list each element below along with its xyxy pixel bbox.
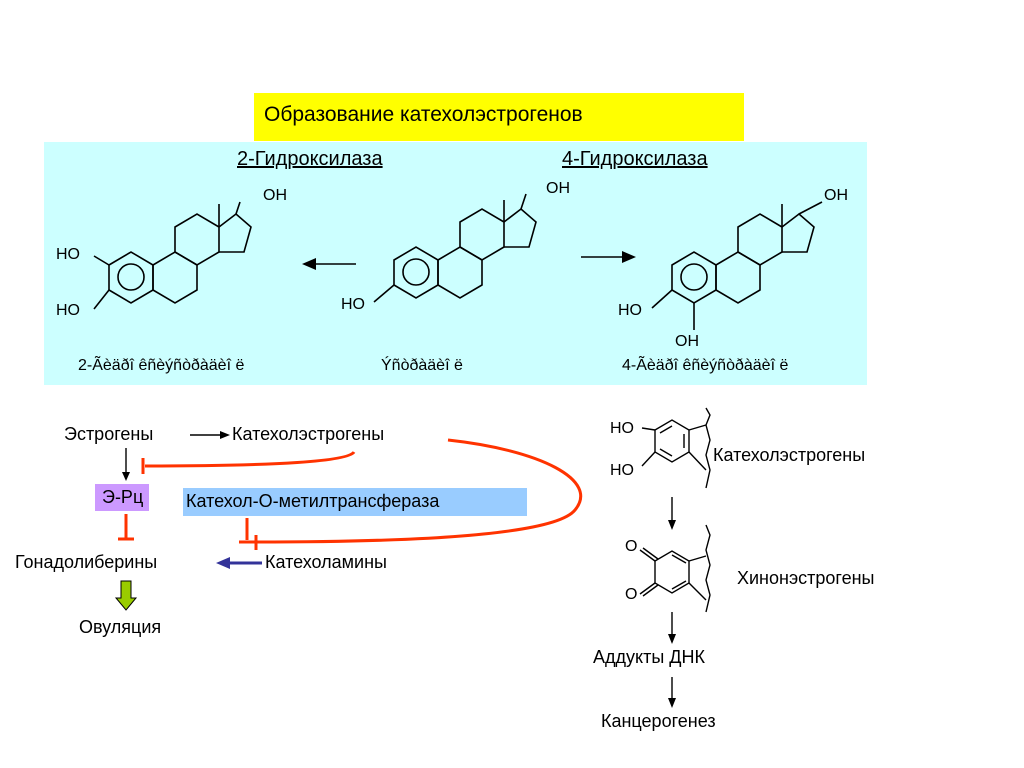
label-dna-adducts: Аддукты ДНК [593, 647, 705, 667]
molecule-2-hydroxyestradiol [93, 201, 252, 310]
name-estradiol: Ýñòðàäèî ë [381, 357, 463, 374]
label-right-catecholestrogens: Катехолэстрогены [713, 445, 866, 465]
label-comt: Катехол-О-метилтрансфераза [186, 491, 440, 511]
quinone-o-top: O [625, 538, 638, 555]
label-catecholestrogens: Катехолэстрогены [232, 424, 385, 444]
name-2-hydroxyestradiol: 2-Ãèäðî êñèýñòðàäèî ë [78, 357, 245, 374]
right-oh-top: OH [824, 187, 848, 204]
comt-box [183, 488, 527, 516]
right-oh-bottom: OH [675, 333, 699, 350]
molecule-estradiol [373, 193, 537, 303]
enzyme-4-hydroxylase: 4-Гидроксилаза [562, 148, 708, 170]
label-ovulation: Овуляция [79, 617, 162, 637]
enzyme-2-hydroxylase: 2-Гидроксилаза [237, 148, 383, 170]
quinone-o-bottom: O [625, 586, 638, 603]
label-gonadoliberins: Гонадолиберины [15, 552, 158, 572]
name-4-hydroxyestradiol: 4-Ãèäðî êñèýñòðàäèî ë [622, 357, 789, 374]
left-ho-top: HO [56, 246, 80, 263]
left-oh: OH [263, 187, 287, 204]
title-box: Образование катехолэстрогенов [254, 93, 744, 141]
right-ho: HO [618, 302, 642, 319]
label-carcinogenesis: Канцерогенез [601, 711, 716, 731]
steroid-structures [93, 193, 823, 330]
catechol-ho-bottom: HO [610, 462, 634, 479]
molecule-4-hydroxyestradiol [651, 201, 823, 330]
label-quinoneestrogens: Хинонэстрогены [737, 568, 875, 588]
label-estrogens: Эстрогены [64, 424, 154, 444]
catechol-ho-top: HO [610, 420, 634, 437]
structure-panel: 2-Гидроксилаза 4-Гидроксилаза [44, 142, 867, 385]
label-catecholamines: Катехоламины [265, 552, 387, 572]
label-erc: Э-Рц [102, 487, 144, 507]
page-title: Образование катехолэстрогенов [264, 103, 583, 126]
center-oh: OH [546, 180, 570, 197]
center-ho: HO [341, 296, 365, 313]
erc-box [95, 484, 149, 511]
left-ho-bottom: HO [56, 302, 80, 319]
